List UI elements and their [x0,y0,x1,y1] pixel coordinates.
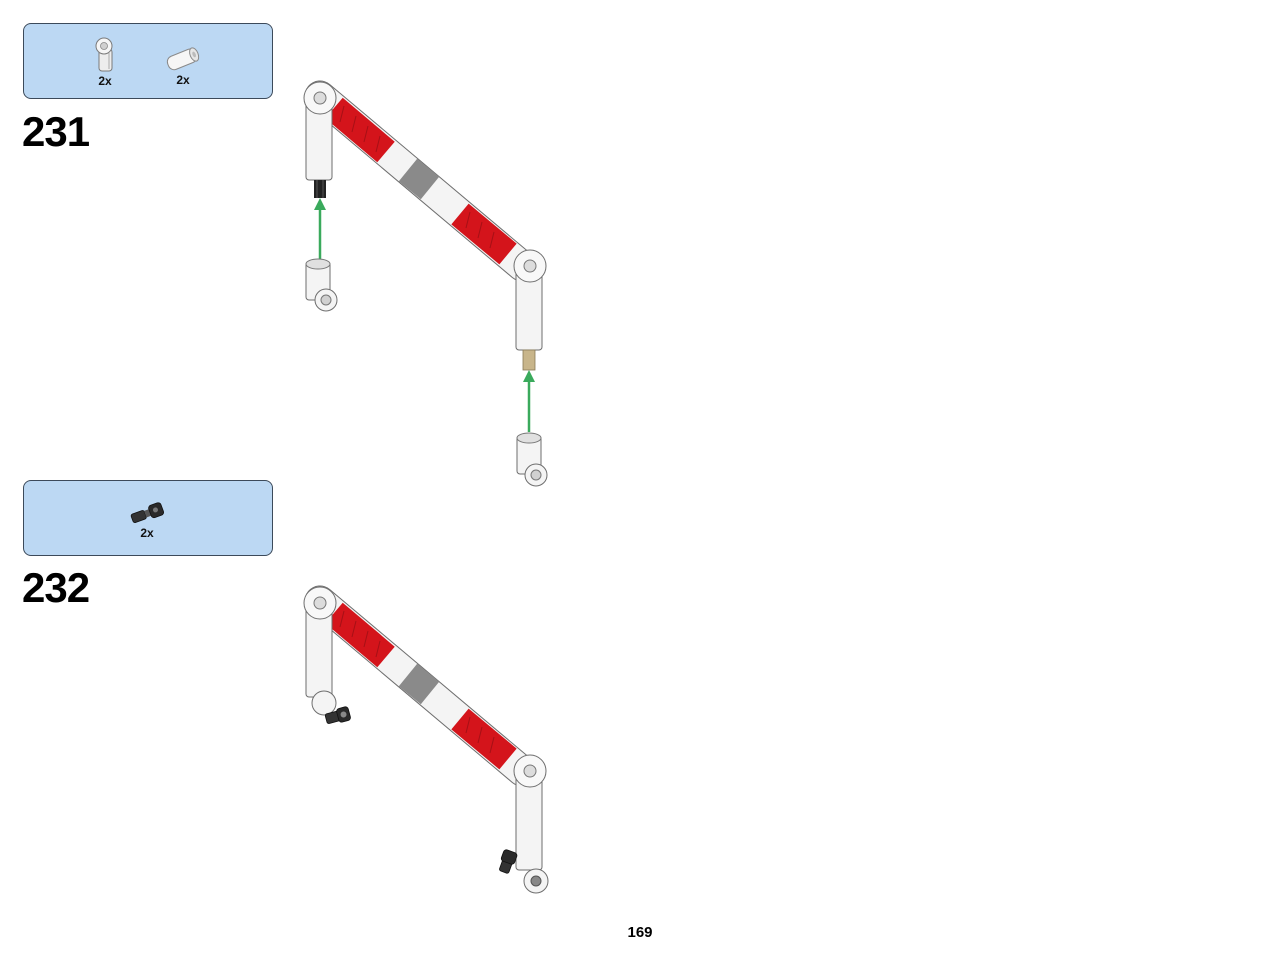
assembly-arrow [314,198,326,260]
part-angle-connector: 2x [92,37,118,88]
angle-connector-icon [95,37,113,72]
part-quantity: 2x [98,74,112,88]
left-angle-connector [303,586,337,716]
step-number: 231 [22,108,90,155]
part-universal-joint: 2x [128,501,166,540]
part-axle-connector: 2x [162,46,204,87]
parts-callout-step-232: 2x [23,480,273,556]
left-angle-connector [303,81,337,198]
universal-joint [499,849,518,874]
beam-assembly [304,80,538,282]
universal-joint-icon [130,502,164,524]
build-illustration-step-231 [303,80,548,487]
right-angle-connector [513,754,549,894]
part-quantity: 2x [176,73,190,87]
universal-joint [324,706,351,724]
part-quantity: 2x [140,526,154,540]
axle-connector-icon [166,47,200,71]
build-illustration-step-232 [303,585,549,894]
beam-assembly [304,585,538,787]
left-loose-connector [305,258,338,312]
parts-callout-step-231: 2x 2x [23,23,273,99]
right-angle-connector [513,249,547,371]
page-number: 169 [627,924,653,941]
right-loose-connector [516,432,548,487]
assembly-arrow [523,370,535,432]
step-number: 232 [22,564,90,611]
